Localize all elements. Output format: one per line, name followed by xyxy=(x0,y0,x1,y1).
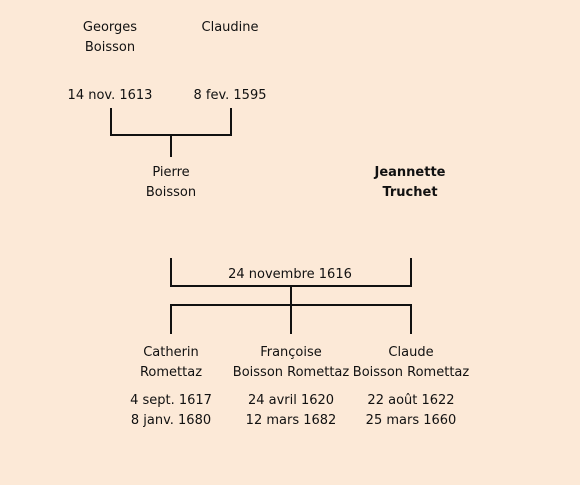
child-3-death-date: 25 mars 1660 xyxy=(365,413,457,428)
grandfather-date: 14 nov. 1613 xyxy=(67,88,153,103)
marriage-date: 24 novembre 1616 xyxy=(228,267,352,282)
wife-last-name: Truchet xyxy=(382,185,438,200)
child-1-last-name: Romettaz xyxy=(139,365,203,380)
child-3-last-name: Boisson Romettaz xyxy=(352,365,470,380)
child-2-death-date: 12 mars 1682 xyxy=(245,413,337,428)
child-2-last-name: Boisson Romettaz xyxy=(232,365,350,380)
child-1-birth-date: 4 sept. 1617 xyxy=(130,393,212,408)
grandfather-first-name: Georges xyxy=(82,20,138,35)
grandmother-date: 8 fev. 1595 xyxy=(193,88,267,103)
child-3-birth-date: 22 août 1622 xyxy=(367,393,455,408)
child-2-first-name: Françoise xyxy=(260,345,322,360)
child-2-birth-date: 24 avril 1620 xyxy=(247,393,335,408)
child-3-first-name: Claude xyxy=(388,345,434,360)
grandfather-last-name: Boisson xyxy=(84,40,136,55)
child-1-first-name: Catherin xyxy=(143,345,199,360)
grandmother-first-name: Claudine xyxy=(201,20,259,35)
child-1-death-date: 8 janv. 1680 xyxy=(130,413,212,428)
wife-first-name: Jeannette xyxy=(374,165,446,180)
husband-last-name: Boisson xyxy=(145,185,197,200)
husband-first-name: Pierre xyxy=(152,165,190,180)
